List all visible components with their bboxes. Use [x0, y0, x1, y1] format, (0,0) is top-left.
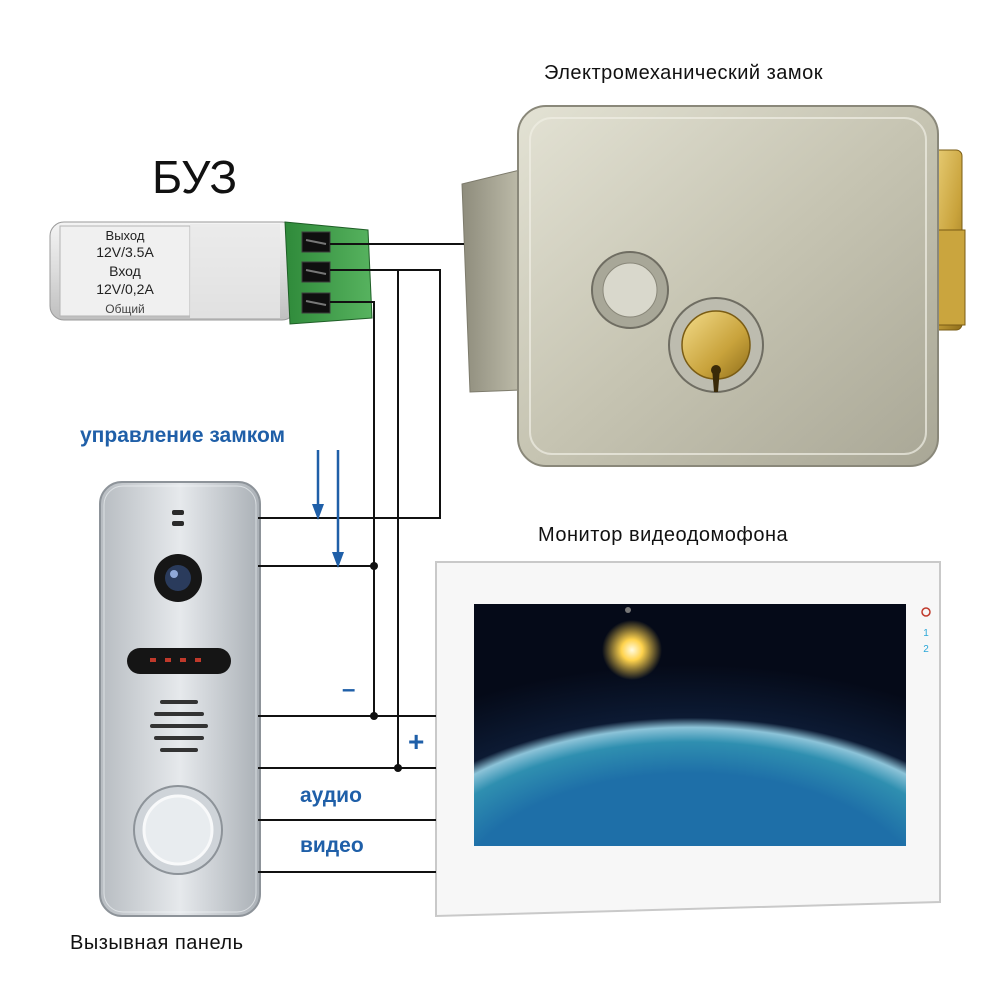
monitor-image: 1 2 [435, 561, 941, 918]
lock-control-arrows [312, 450, 344, 568]
buz-output-value: 12V/3.5A [96, 244, 154, 260]
call-panel-image [99, 481, 261, 917]
monitor-title: Монитор видеодомофона [538, 524, 789, 546]
buz-title: БУЗ [152, 151, 238, 203]
audio-label: аудио [300, 784, 362, 807]
lock-title: Электромеханический замок [544, 62, 824, 84]
plus-label: + [408, 726, 425, 757]
buz-input-label: Вход [109, 263, 141, 279]
wires [258, 243, 464, 873]
monitor-indicator-1: 1 [923, 628, 929, 639]
electromechanical-lock-image [461, 105, 966, 467]
buz-common-label: Общий [105, 302, 145, 316]
arrow-head [332, 552, 344, 568]
junction-dot [394, 764, 402, 772]
monitor-indicator-2: 2 [923, 644, 929, 655]
minus-label: – [342, 676, 356, 703]
junction-dot [370, 562, 378, 570]
junction-dot [370, 712, 378, 720]
wire-buz-common [330, 301, 375, 716]
video-label: видео [300, 834, 364, 857]
buz-unit-image: Выход 12V/3.5A Вход 12V/0,2A Общий [49, 221, 373, 325]
wire-junctions [370, 562, 402, 772]
buz-input-value: 12V/0,2A [96, 281, 154, 297]
arrow-head [312, 504, 324, 520]
panel-title: Вызывная панель [70, 932, 244, 954]
wire-buz-lock [258, 269, 441, 519]
lock-control-label: управление замком [80, 424, 286, 447]
buz-output-label: Выход [106, 228, 145, 243]
